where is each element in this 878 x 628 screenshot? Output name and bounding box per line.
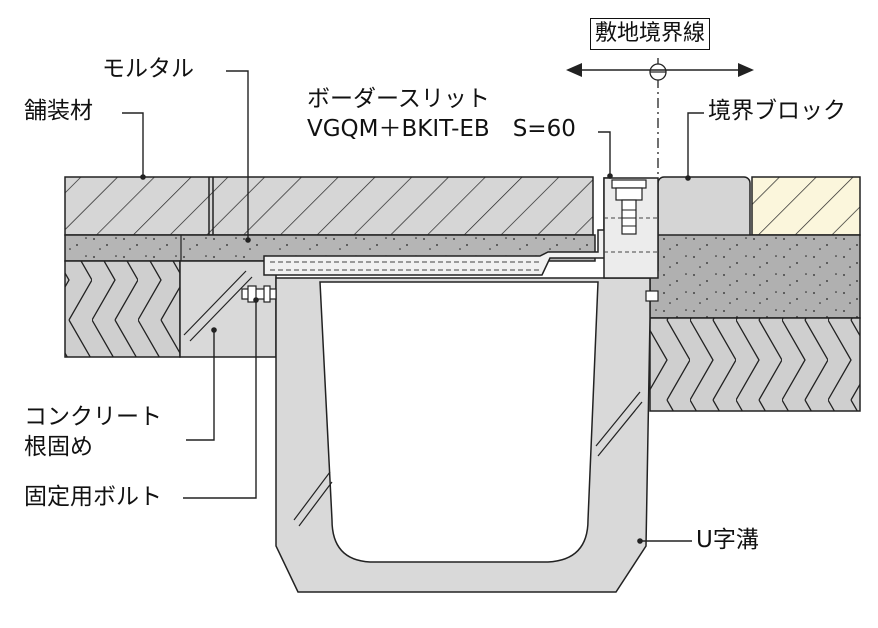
fixing-bolt-icon	[241, 285, 277, 303]
concrete-foundation	[179, 260, 277, 358]
leader-concrete	[186, 330, 215, 441]
leader-paving	[122, 112, 144, 177]
slit-bolt-icon	[611, 179, 647, 235]
arrow-right-icon	[738, 63, 754, 77]
label-bolt: 固定用ボルト	[24, 484, 162, 510]
label-concrete-2: 根固め	[24, 434, 93, 460]
arrow-left-icon	[566, 63, 582, 77]
label-border-slit-1: ボーダースリット	[307, 86, 490, 112]
label-boundary-block: 境界ブロック	[708, 98, 846, 124]
fixing-bolt-right-icon	[645, 290, 659, 302]
leader-mortar	[226, 70, 249, 240]
leader-slit	[598, 131, 611, 176]
label-boundary-line: 敷地境界線	[590, 18, 711, 50]
u-ditch-inner	[319, 281, 599, 563]
leader-block	[687, 112, 704, 178]
label-mortar: モルタル	[102, 56, 194, 82]
leader-bolt	[183, 300, 257, 499]
label-u-ditch: U字溝	[696, 527, 759, 553]
label-concrete-1: コンクリート	[24, 404, 162, 430]
label-paving: 舗装材	[24, 98, 93, 124]
label-border-slit-2: VGQM＋BKIT-EB S=60	[307, 116, 576, 142]
